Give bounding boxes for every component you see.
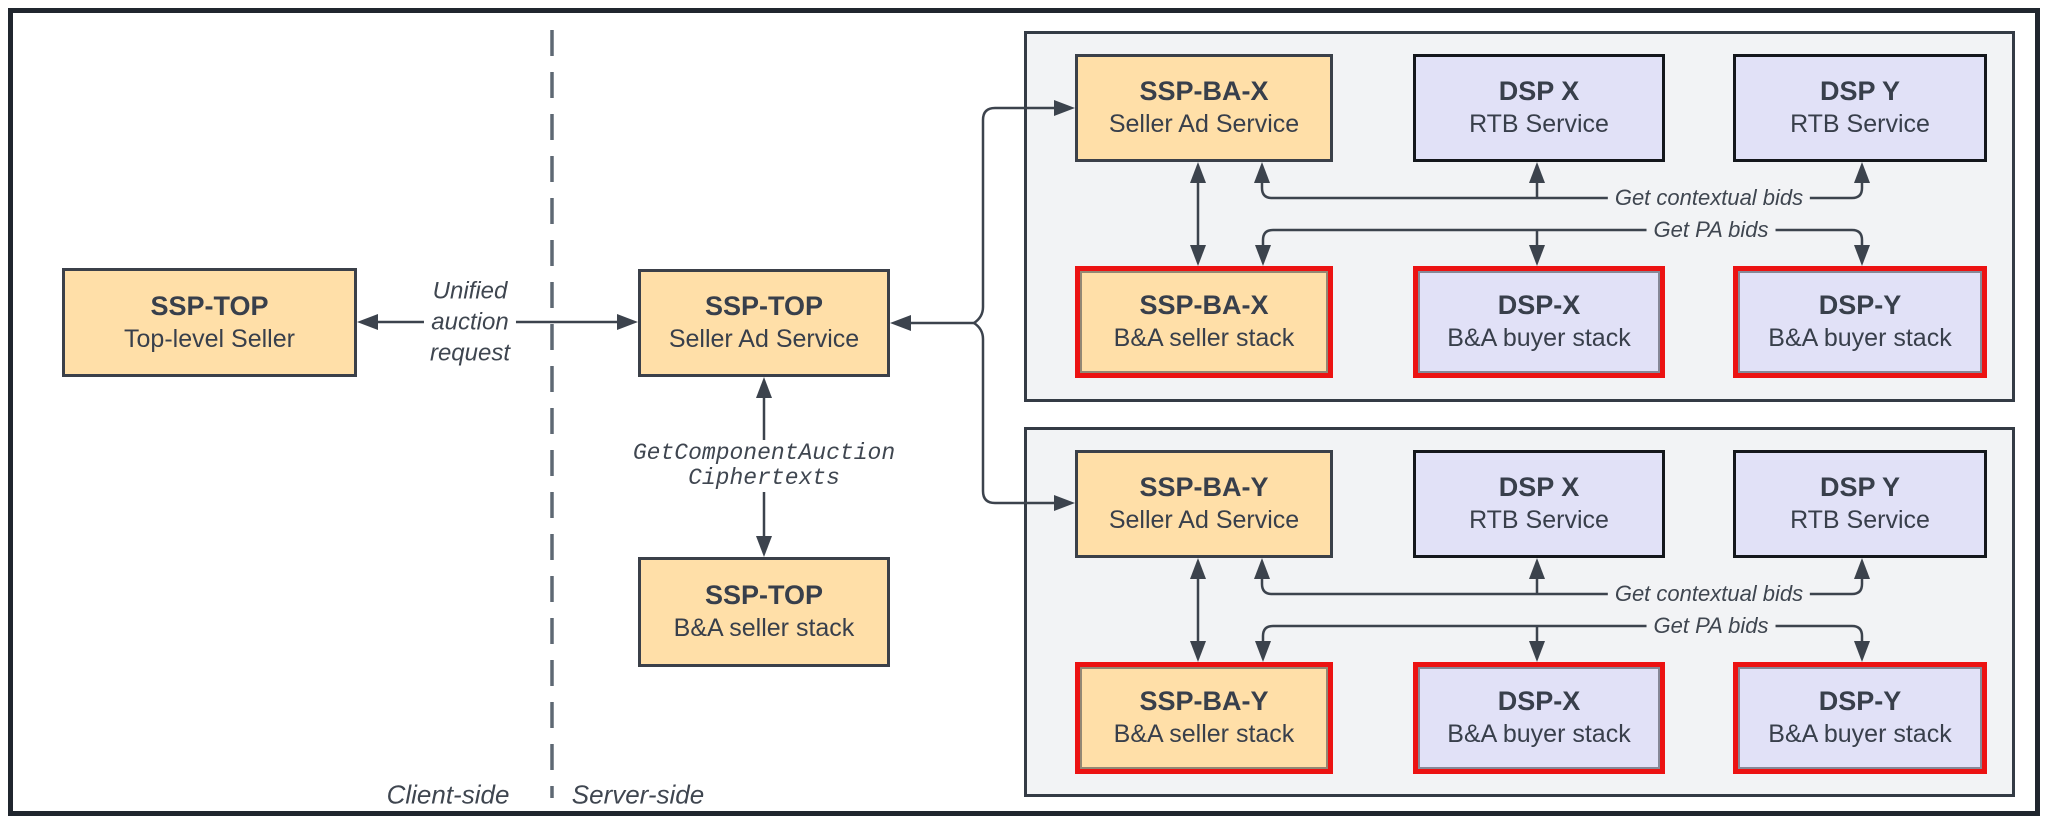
node-ssp-ba-x-seller-ad-service: SSP-BA-X Seller Ad Service [1075, 54, 1333, 162]
node-subtitle: Seller Ad Service [668, 325, 860, 353]
node-title: SSP-BA-X [1139, 290, 1269, 320]
edge-y-get-pa-bids [1261, 624, 1864, 643]
node-subtitle: B&A seller stack [1113, 720, 1295, 748]
node-title: DSP Y [1819, 472, 1901, 502]
node-subtitle: B&A buyer stack [1447, 324, 1631, 352]
node-title: SSP-TOP [704, 291, 824, 321]
arrowheads [357, 100, 1870, 662]
node-title: SSP-BA-Y [1139, 472, 1269, 502]
edge-y-get-contextual-bids [1260, 578, 1864, 596]
node-dsp-y-rtb-service: DSP Y RTB Service [1733, 54, 1987, 162]
node-dsp-y-ba-buyer-stack-y: DSP-Y B&A buyer stack [1733, 662, 1987, 774]
edge-label-line: GetComponentAuction [632, 440, 896, 466]
node-subtitle: Seller Ad Service [1108, 506, 1300, 534]
node-ssp-ba-x-ba-seller-stack: SSP-BA-X B&A seller stack [1075, 266, 1333, 378]
edge-label-get-contextual-bids-x: Get contextual bids [1607, 185, 1811, 211]
node-subtitle: RTB Service [1469, 110, 1609, 138]
node-title: DSP-Y [1818, 686, 1902, 716]
node-title: SSP-TOP [704, 580, 824, 610]
node-subtitle: RTB Service [1790, 110, 1930, 138]
region-label-client-side: Client-side [386, 779, 510, 810]
node-dsp-x-ba-buyer-stack-y: DSP-X B&A buyer stack [1413, 662, 1665, 774]
node-subtitle: B&A seller stack [673, 614, 855, 642]
node-subtitle: B&A buyer stack [1768, 324, 1952, 352]
edge-label-get-contextual-bids-y: Get contextual bids [1607, 581, 1811, 607]
node-ssp-ba-y-seller-ad-service: SSP-BA-Y Seller Ad Service [1075, 450, 1333, 558]
edge-label-get-pa-bids-x: Get PA bids [1646, 217, 1776, 243]
outer-border [8, 8, 2040, 816]
node-title: SSP-BA-X [1139, 76, 1269, 106]
node-ssp-top-ba-seller-stack: SSP-TOP B&A seller stack [638, 557, 890, 667]
edge-label-unified-auction-request: Unified auction request [423, 274, 517, 370]
group-ssp-ba-x: SSP-BA-X Seller Ad Service DSP X RTB Ser… [1024, 31, 2015, 402]
node-dsp-x-rtb-service-y: DSP X RTB Service [1413, 450, 1665, 558]
node-dsp-y-rtb-service-y: DSP Y RTB Service [1733, 450, 1987, 558]
edge-label-line: Unified [432, 277, 508, 305]
node-title: DSP X [1498, 472, 1580, 502]
node-title: DSP-Y [1818, 290, 1902, 320]
node-ssp-top-top-level-seller: SSP-TOP Top-level Seller [62, 268, 357, 377]
node-subtitle: RTB Service [1469, 506, 1609, 534]
edge-label-line: auction [431, 308, 509, 336]
group-ssp-ba-y: SSP-BA-Y Seller Ad Service DSP X RTB Ser… [1024, 427, 2015, 797]
node-dsp-y-ba-buyer-stack: DSP-Y B&A buyer stack [1733, 266, 1987, 378]
node-title: SSP-TOP [150, 290, 269, 321]
node-ssp-ba-y-ba-seller-stack: SSP-BA-Y B&A seller stack [1075, 662, 1333, 774]
node-title: DSP-X [1497, 290, 1581, 320]
node-subtitle: B&A buyer stack [1768, 720, 1952, 748]
node-subtitle: Top-level Seller [124, 324, 295, 353]
node-dsp-x-ba-buyer-stack: DSP-X B&A buyer stack [1413, 266, 1665, 378]
edge-bracket-fork [971, 106, 1056, 505]
node-subtitle: Seller Ad Service [1108, 110, 1300, 138]
edge-label-get-component-auction-ciphertexts: GetComponentAuction Ciphertexts [626, 440, 902, 492]
node-title: SSP-BA-Y [1139, 686, 1269, 716]
node-title: DSP Y [1819, 76, 1901, 106]
node-subtitle: B&A seller stack [1113, 324, 1295, 352]
node-dsp-x-rtb-service: DSP X RTB Service [1413, 54, 1665, 162]
edge-label-line: request [429, 339, 511, 367]
node-subtitle: B&A buyer stack [1447, 720, 1631, 748]
node-title: DSP-X [1497, 686, 1581, 716]
node-title: DSP X [1498, 76, 1580, 106]
region-label-server-side: Server-side [571, 779, 705, 810]
node-subtitle: RTB Service [1790, 506, 1930, 534]
node-ssp-top-seller-ad-service: SSP-TOP Seller Ad Service [638, 269, 890, 377]
edge-label-line: Ciphertexts [688, 465, 840, 491]
edge-x-get-contextual-bids [1260, 181, 1864, 200]
edge-label-get-pa-bids-y: Get PA bids [1646, 613, 1776, 639]
edge-x-get-pa-bids [1261, 228, 1864, 247]
